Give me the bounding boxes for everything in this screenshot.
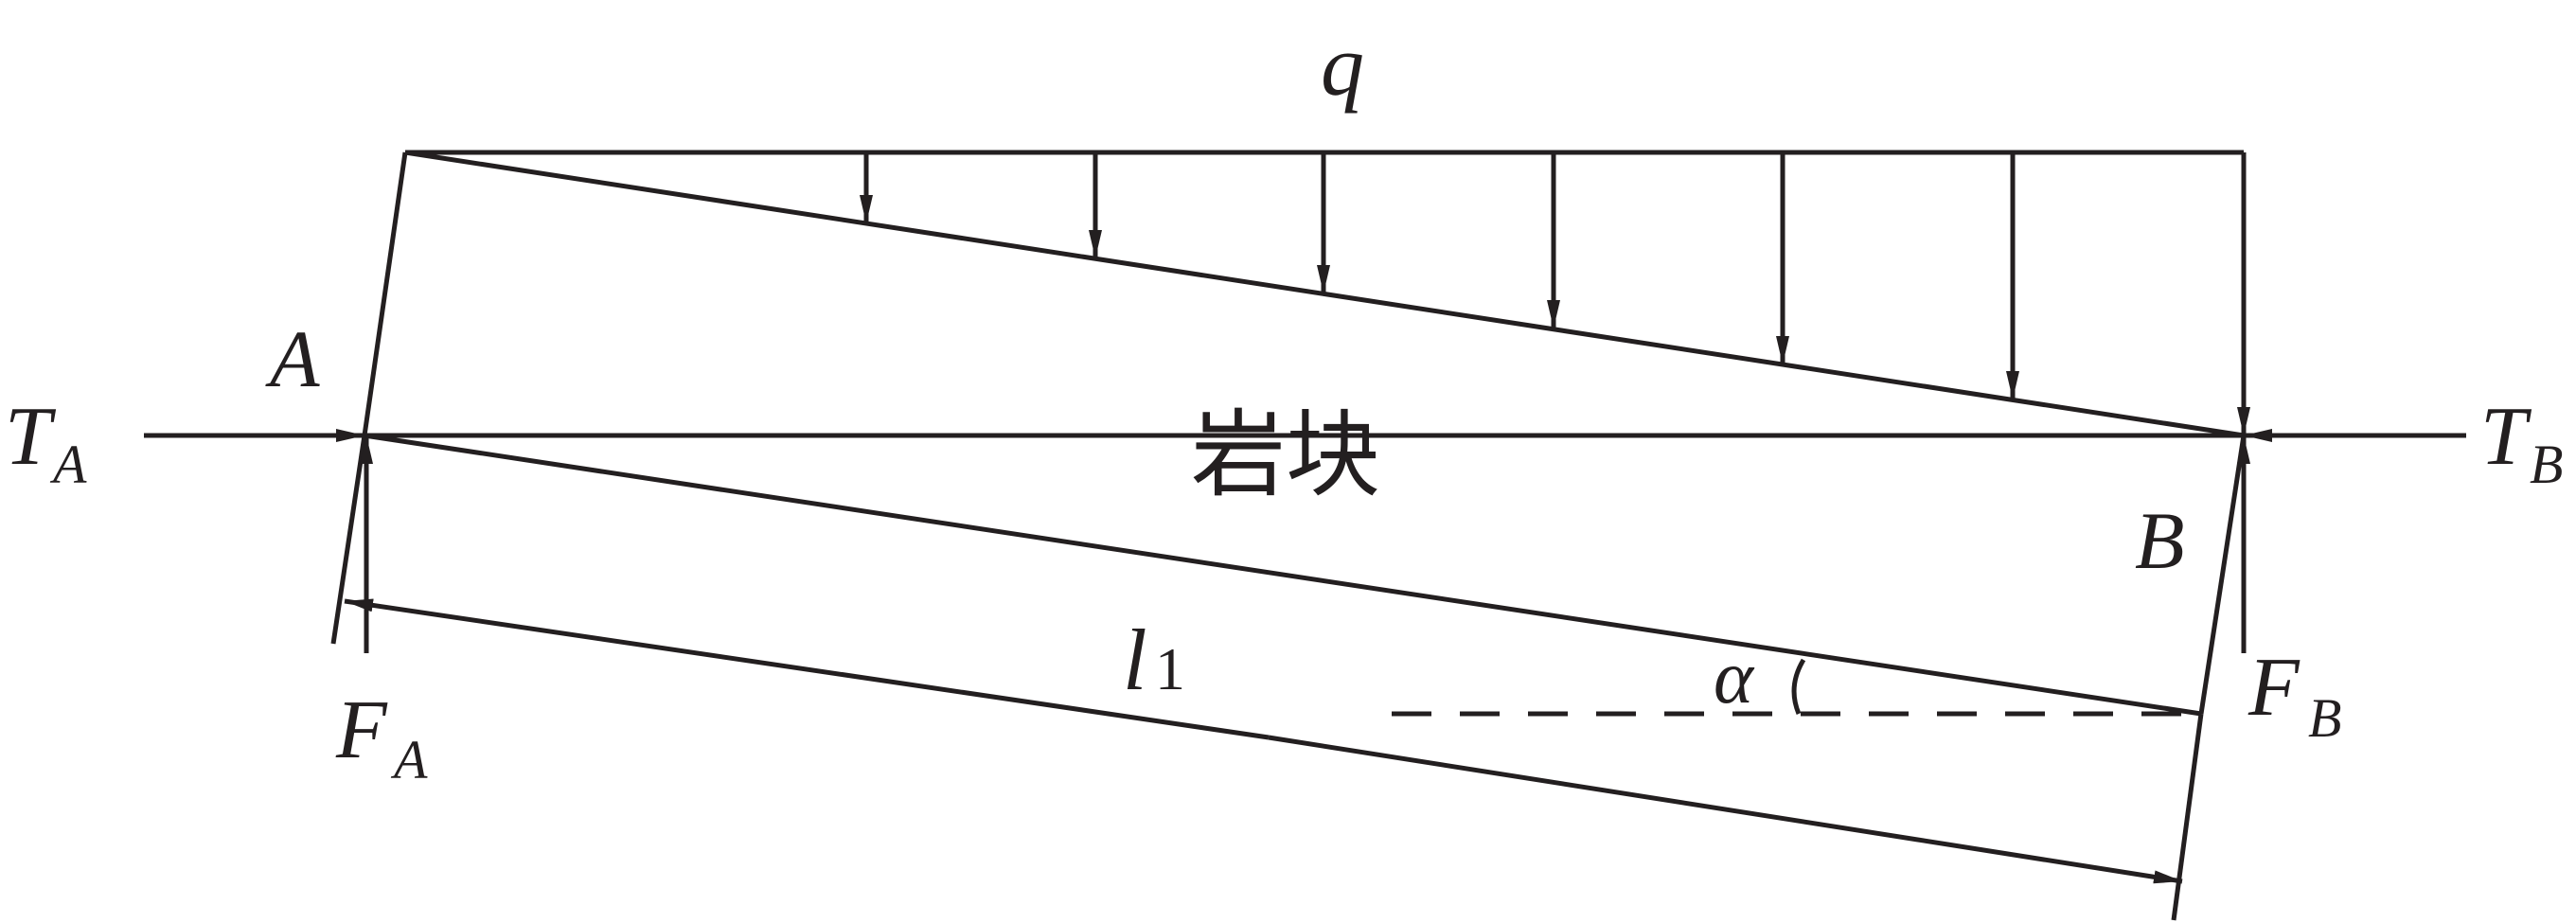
- dimension-line-l1-right: [1268, 735, 2183, 884]
- dimension-extension-left: [330, 435, 367, 645]
- length-label-subscript: 1: [1155, 635, 1185, 702]
- length-label-l: l: [1123, 612, 1147, 708]
- point-label-a: A: [265, 313, 320, 404]
- dimension-line-l1-left: [344, 598, 1270, 740]
- block-label: 岩块: [1191, 399, 1380, 510]
- block-right-edge: [2198, 435, 2247, 715]
- load-label-q: q: [1321, 17, 1364, 114]
- point-label-b: B: [2135, 495, 2185, 586]
- tension-label-b: T: [2480, 391, 2532, 483]
- tension-label-a-subscript: A: [49, 434, 87, 495]
- dimension-extension-right: [2171, 713, 2204, 921]
- load-hypotenuse: [404, 150, 2245, 438]
- tension-label-a: T: [5, 391, 57, 483]
- force-label-a: F: [335, 684, 388, 776]
- force-label-b: F: [2247, 642, 2301, 734]
- block-bottom-edge: [364, 433, 2202, 717]
- block-left-edge: [362, 151, 408, 436]
- tension-label-b-subscript: B: [2530, 434, 2563, 495]
- angle-label-alpha: α: [1714, 636, 1755, 719]
- force-label-a-subscript: A: [390, 729, 428, 790]
- force-label-b-subscript: B: [2308, 687, 2341, 749]
- angle-arc: [1791, 658, 1806, 715]
